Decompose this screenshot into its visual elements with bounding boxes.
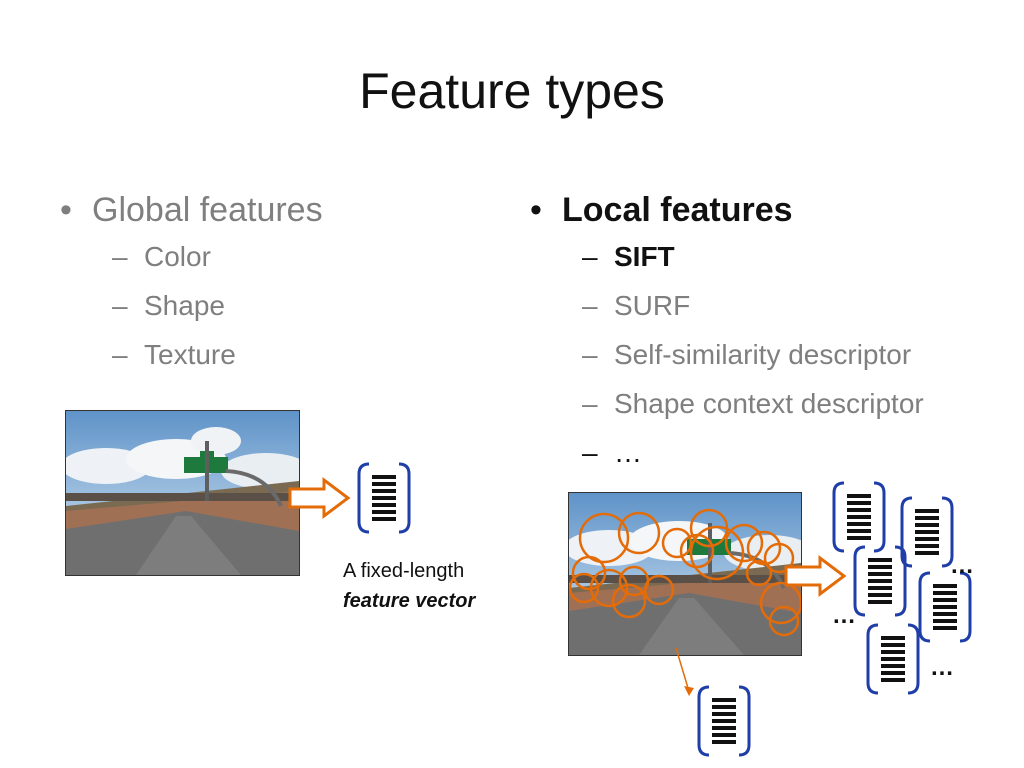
dash-icon: –	[582, 437, 598, 468]
dash-icon: –	[112, 241, 128, 272]
dash-icon: –	[582, 339, 598, 370]
feature-vector-icon	[900, 496, 954, 568]
ellipsis-mark: …	[950, 552, 974, 579]
highway-photo-global	[65, 410, 300, 576]
ellipsis-mark: …	[832, 602, 856, 629]
local-features-list: •Local features –SIFT –SURF –Self-simila…	[530, 188, 924, 477]
feature-vector-icon	[853, 545, 907, 617]
dash-icon: –	[582, 241, 598, 272]
local-item-self-similarity: –Self-similarity descriptor	[582, 330, 924, 379]
highway-photo-keypoints-drawing	[569, 493, 801, 655]
keypoint-circles	[569, 508, 801, 637]
global-features-heading: •Global features	[60, 188, 323, 232]
bullet-icon: •	[60, 191, 72, 229]
arrow-right-icon	[784, 555, 847, 597]
feature-vector-icon	[918, 571, 972, 643]
local-features-heading: •Local features	[530, 188, 924, 232]
arrow-down-icon	[675, 647, 694, 696]
bullet-icon: •	[530, 191, 542, 229]
highway-photo-drawing	[66, 411, 299, 575]
feature-vector-icon	[866, 623, 920, 695]
local-item-surf: –SURF	[582, 281, 924, 330]
feature-vector-caption: A fixed-length feature vector	[343, 560, 476, 612]
feature-vector-icon	[697, 685, 751, 757]
local-item-ellipsis: –…	[582, 428, 924, 477]
ellipsis-mark: …	[930, 654, 954, 681]
local-item-shape-context: –Shape context descriptor	[582, 379, 924, 428]
global-item-shape: –Shape	[112, 281, 323, 330]
dash-icon: –	[582, 388, 598, 419]
feature-vector-icon	[357, 462, 411, 534]
global-features-list: •Global features –Color –Shape –Texture	[60, 188, 323, 379]
global-item-color: –Color	[112, 232, 323, 281]
arrow-right-icon	[288, 477, 351, 519]
dash-icon: –	[112, 290, 128, 321]
feature-vector-icon	[832, 481, 886, 553]
local-item-sift: –SIFT	[582, 232, 924, 281]
dash-icon: –	[112, 339, 128, 370]
highway-photo-local	[568, 492, 802, 656]
slide-title: Feature types	[359, 63, 665, 119]
dash-icon: –	[582, 290, 598, 321]
global-item-texture: –Texture	[112, 330, 323, 379]
